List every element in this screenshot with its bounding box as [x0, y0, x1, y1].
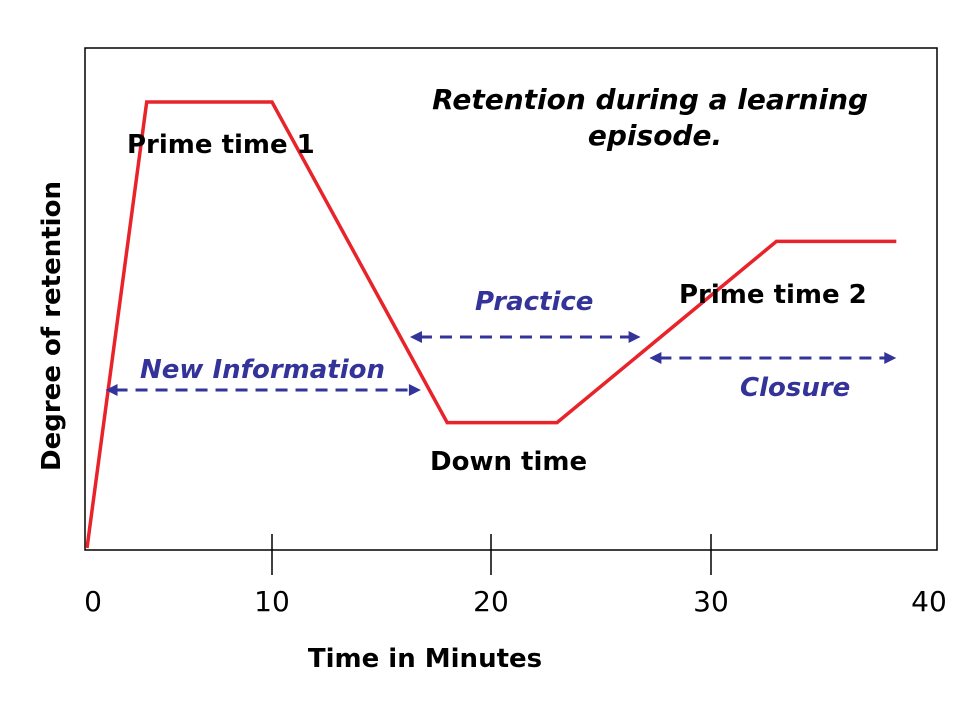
x-axis-tick-labels: 0 10 20 30 40 — [84, 585, 947, 618]
closure-arrowhead-left — [649, 352, 662, 364]
x-tick-label-10: 10 — [254, 585, 290, 618]
down-time-label: Down time — [430, 447, 587, 477]
y-axis-label: Degree of retention — [37, 181, 67, 471]
x-tick-label-30: 30 — [693, 585, 729, 618]
x-axis-label: Time in Minutes — [308, 644, 542, 674]
x-tick-label-40: 40 — [911, 585, 947, 618]
retention-curve — [85, 100, 897, 549]
x-tick-label-20: 20 — [473, 585, 509, 618]
chart-title-line-1: Retention during a learning — [432, 83, 868, 116]
prime-time-2-label: Prime time 2 — [679, 280, 867, 310]
new-information-label: New Information — [140, 355, 385, 385]
new-information-arrowhead-left — [105, 384, 118, 396]
plot-frame — [84, 47, 938, 551]
practice-arrowhead-right — [628, 331, 641, 343]
chart-title: Retention during a learning episode. — [432, 83, 878, 152]
practice-label: Practice — [475, 287, 593, 317]
new-information-arrowhead-right — [408, 384, 421, 396]
prime-time-1-label: Prime time 1 — [127, 130, 315, 160]
phase-arrows — [105, 331, 897, 396]
x-axis-ticks — [271, 534, 712, 575]
closure-arrowhead-right — [884, 352, 897, 364]
closure-arrow — [649, 352, 897, 364]
chart-title-line-2: episode. — [588, 119, 722, 152]
new-information-arrow — [105, 384, 421, 396]
x-tick-label-0: 0 — [84, 585, 102, 618]
practice-arrow — [409, 331, 641, 343]
closure-label: Closure — [740, 373, 850, 403]
practice-arrowhead-left — [409, 331, 422, 343]
